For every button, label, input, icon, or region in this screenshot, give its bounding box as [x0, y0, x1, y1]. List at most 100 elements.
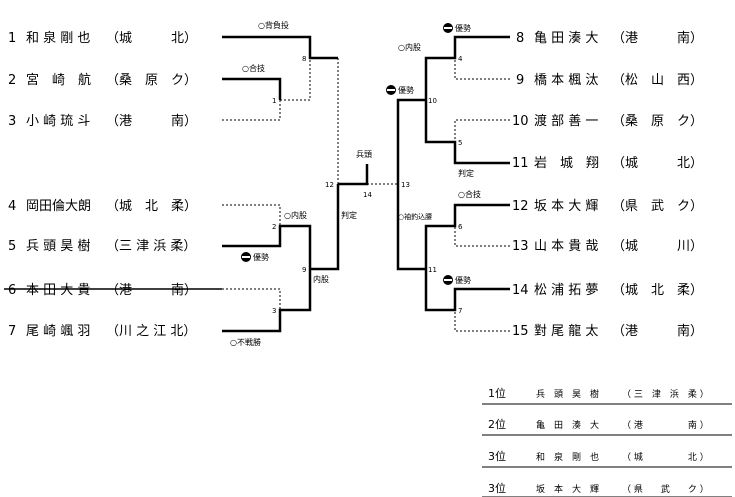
left-player-list: 1 和 泉 剛 也 （城 北） 2 宮 崎 航 （桑 原 ク） 3 小 崎 琉 … [4, 30, 222, 339]
player-num-8: 8 [516, 31, 524, 46]
player-name-10: 渡 部 善 一 [534, 113, 598, 129]
path-p5-win [222, 224, 312, 269]
minus-circle-icon [241, 252, 251, 262]
right-bracket-lines [396, 35, 510, 332]
player-num-4: 4 [8, 199, 16, 214]
rank-name-1: 兵 頭 昊 樹 [536, 388, 599, 400]
rank-place-1: 1位 [488, 386, 506, 400]
match-numbers: 8 1 2 9 3 12 14 13 4 10 5 6 11 7 [272, 55, 463, 315]
player-num-7: 7 [8, 324, 16, 339]
match-number-5: 5 [458, 139, 462, 147]
right-player-list: 8 亀 田 湊 大 （港 南） 9 橋 本 楓 汰 （松 山 西） 10 渡 部… [512, 30, 703, 339]
match-number-14: 14 [363, 191, 372, 199]
player-school-10: （桑 原 ク） [612, 114, 703, 129]
player-name-11: 岩 城 翔 [534, 156, 599, 171]
path-p10-lose [454, 119, 510, 142]
rank-name-3b: 坂 本 大 輝 [536, 483, 599, 495]
player-name-6: 本 田 大 貴 [26, 283, 90, 298]
player-num-13: 13 [512, 239, 529, 254]
player-num-3: 3 [8, 114, 16, 129]
player-name-12: 坂 本 大 輝 [534, 199, 598, 214]
player-name-1: 和 泉 剛 也 [26, 30, 90, 46]
result-m4: ○内股 [398, 42, 421, 52]
result-m12: 判定 [341, 210, 357, 220]
path-p14-win [424, 269, 510, 312]
rank-school-3a: （ 城 北 ） [622, 452, 709, 463]
player-num-1: 1 [8, 31, 16, 46]
result-m1: ○合技 [242, 63, 265, 73]
result-m2-win: 優勢 [253, 252, 269, 262]
match-number-1: 1 [272, 97, 276, 105]
path-m11-win [396, 184, 426, 271]
rank-school-1: （ 三 津 浜 柔 ） [622, 389, 709, 400]
final-rankings: 1位 兵 頭 昊 樹 （ 三 津 浜 柔 ） 2位 亀 田 湊 大 （ 港 南 … [482, 386, 732, 497]
path-m9-win [310, 184, 340, 271]
rank-name-2: 亀 田 湊 大 [536, 419, 599, 431]
path-p13-lose [454, 226, 510, 247]
result-m9: 内股 [313, 274, 329, 284]
match-number-10: 10 [428, 97, 437, 105]
path-m10-win [396, 98, 426, 184]
minus-circle-icon [443, 23, 453, 33]
player-name-4: 岡田倫大朗 [26, 199, 91, 214]
result-m4-win: 優勢 [455, 23, 471, 33]
path-p12-win [424, 203, 510, 269]
player-name-14: 松 浦 拓 夢 [534, 283, 598, 298]
player-num-2: 2 [8, 73, 16, 88]
match-number-6: 6 [458, 223, 463, 231]
path-p15-lose [454, 310, 510, 332]
player-num-10: 10 [512, 114, 529, 129]
match-number-2: 2 [272, 223, 276, 231]
player-school-2: （桑 原 ク） [106, 73, 197, 88]
path-p4-lose [222, 204, 281, 226]
result-m2: ○内股 [284, 210, 307, 220]
player-school-7: （川 之 江 北） [106, 324, 196, 339]
player-school-3: （港 南） [106, 113, 197, 129]
player-school-14: （城 北 柔） [612, 283, 703, 298]
player-school-11: （城 北） [612, 156, 703, 171]
path-p2-win [222, 77, 282, 100]
match-number-11: 11 [428, 266, 437, 274]
player-name-7: 尾 崎 颯 羽 [26, 324, 90, 339]
player-num-15: 15 [512, 324, 529, 339]
result-m5: 判定 [458, 168, 474, 178]
player-num-5: 5 [8, 239, 16, 254]
rank-name-3a: 和 泉 剛 也 [536, 451, 599, 463]
path-p7-win [222, 269, 312, 333]
result-annotations: ○背負投 ○合技 ○内股 優勢 内股 ○不戦勝 判定 兵頭 優勢 ○内股 優勢 … [230, 20, 481, 347]
path-p9-lose [454, 58, 510, 80]
player-name-2: 宮 崎 航 [26, 72, 91, 88]
path-p3-lose [222, 100, 281, 121]
path-p8-win [424, 35, 510, 100]
path-m1-lose [280, 58, 311, 101]
result-m7-win: 優勢 [455, 275, 471, 285]
match-number-4: 4 [458, 55, 463, 63]
rank-place-3a: 3位 [488, 449, 506, 463]
player-num-9: 9 [516, 73, 524, 88]
player-name-13: 山 本 貴 哉 [534, 239, 598, 254]
player-num-11: 11 [512, 156, 529, 171]
result-m10-win: 優勢 [398, 85, 414, 95]
player-num-14: 14 [512, 283, 529, 298]
player-name-3: 小 崎 琉 斗 [26, 114, 90, 129]
rank-place-3b: 3位 [488, 481, 506, 495]
result-m8: ○背負投 [258, 20, 289, 30]
path-p11-win [424, 100, 510, 165]
player-school-4: （城 北 柔） [106, 199, 197, 214]
result-m11: ○袖釣込腰 [398, 212, 432, 221]
player-school-9: （松 山 西） [612, 73, 703, 88]
left-bracket-lines [222, 35, 398, 333]
player-num-12: 12 [512, 199, 529, 214]
path-p1-win [222, 35, 338, 60]
match-number-12: 12 [325, 181, 334, 189]
match-number-8: 8 [302, 55, 306, 63]
match-number-3: 3 [272, 307, 276, 315]
player-school-12: （県 武 ク） [612, 199, 703, 214]
match-number-7: 7 [458, 307, 462, 315]
player-school-13: （城 川） [612, 239, 703, 254]
path-m12-win [338, 164, 369, 186]
player-school-5: （三 津 浜 柔） [106, 239, 196, 254]
result-m6: ○合技 [458, 189, 481, 199]
rank-school-3b: （ 県 武 ク ） [622, 483, 709, 495]
